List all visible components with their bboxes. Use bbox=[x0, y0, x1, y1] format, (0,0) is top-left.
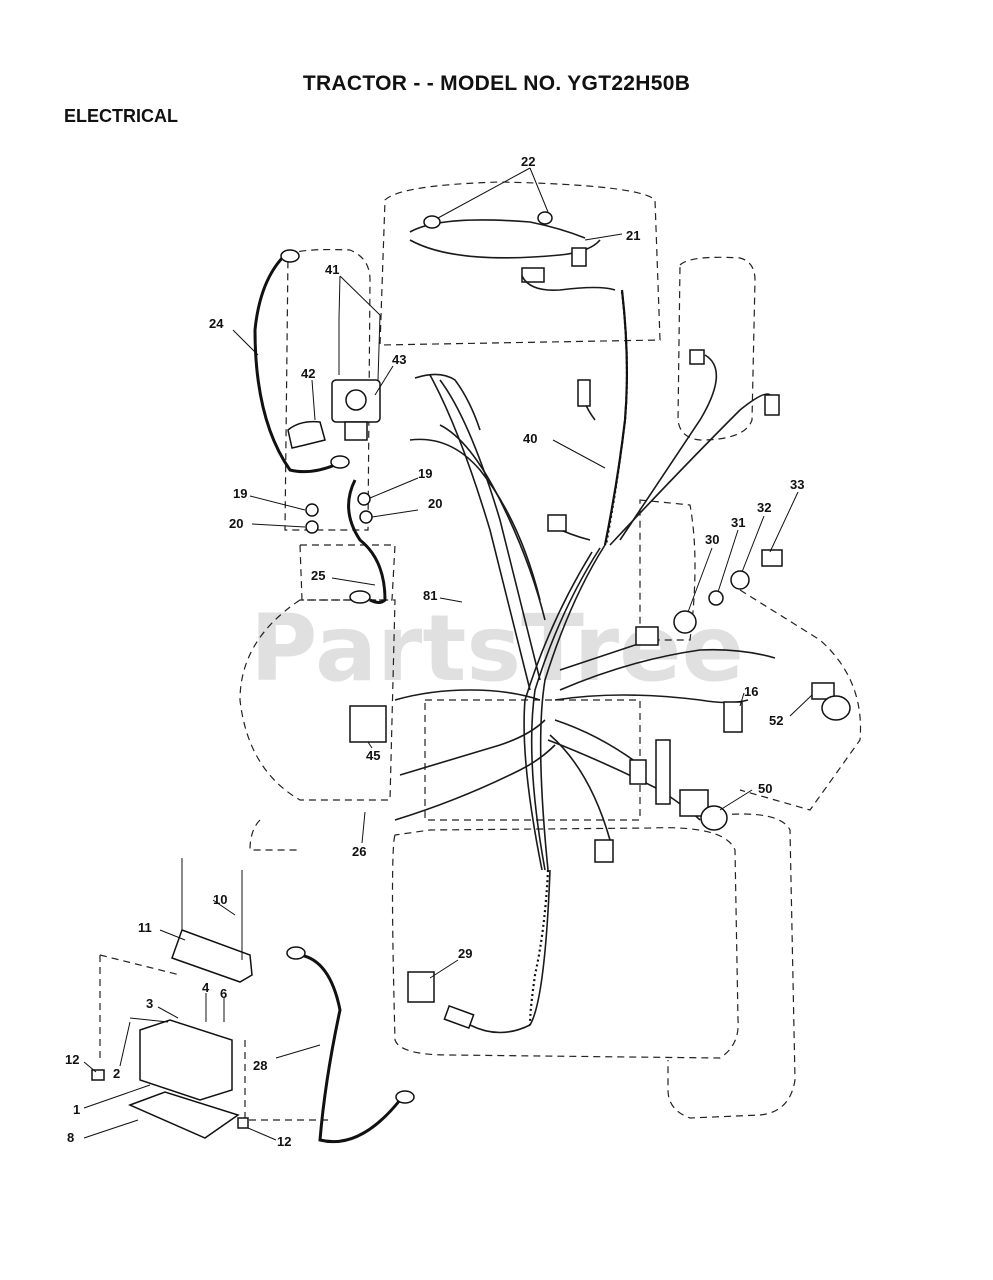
callout-10[interactable]: 10 bbox=[213, 892, 227, 907]
watermark: PartsTree bbox=[250, 595, 744, 702]
callout-11[interactable]: 11 bbox=[138, 920, 152, 935]
callout-3[interactable]: 3 bbox=[146, 996, 153, 1011]
leader-lines bbox=[83, 167, 813, 1141]
callout-12b[interactable]: 12 bbox=[277, 1134, 291, 1149]
battery-assembly bbox=[91, 858, 253, 1139]
callout-30[interactable]: 30 bbox=[705, 532, 719, 547]
switches bbox=[349, 349, 851, 1029]
callout-43[interactable]: 43 bbox=[392, 352, 406, 367]
callout-40[interactable]: 40 bbox=[523, 431, 537, 446]
callout-20a[interactable]: 20 bbox=[229, 516, 243, 531]
callout-33[interactable]: 33 bbox=[790, 477, 804, 492]
callout-1[interactable]: 1 bbox=[73, 1102, 80, 1117]
wire-loom bbox=[528, 289, 629, 1026]
callout-8[interactable]: 8 bbox=[67, 1130, 74, 1145]
callout-6[interactable]: 6 bbox=[220, 986, 227, 1001]
chassis-outline bbox=[99, 181, 862, 1121]
callout-32[interactable]: 32 bbox=[757, 500, 771, 515]
headlight-harness bbox=[409, 211, 616, 292]
callout-4[interactable]: 4 bbox=[202, 980, 210, 995]
callout-22[interactable]: 22 bbox=[521, 154, 535, 169]
washers bbox=[305, 492, 373, 534]
callout-28[interactable]: 28 bbox=[253, 1058, 267, 1073]
callout-19a[interactable]: 19 bbox=[233, 486, 247, 501]
callout-24[interactable]: 24 bbox=[209, 316, 224, 331]
callout-21[interactable]: 21 bbox=[626, 228, 640, 243]
callout-26[interactable]: 26 bbox=[352, 844, 366, 859]
section-title: ELECTRICAL bbox=[64, 106, 178, 126]
battery-cable-positive bbox=[253, 249, 350, 474]
callout-16[interactable]: 16 bbox=[744, 684, 758, 699]
ground-cable-28 bbox=[286, 946, 415, 1144]
solenoid bbox=[287, 314, 381, 449]
callout-50[interactable]: 50 bbox=[758, 781, 772, 796]
callout-labels: 22 21 41 24 42 43 40 19 19 20 20 33 32 3… bbox=[65, 154, 804, 1149]
callout-29[interactable]: 29 bbox=[458, 946, 472, 961]
ground-cable bbox=[347, 479, 387, 604]
callout-45[interactable]: 45 bbox=[366, 748, 380, 763]
callout-19b[interactable]: 19 bbox=[418, 466, 432, 481]
ignition-switch bbox=[673, 549, 783, 634]
callout-81[interactable]: 81 bbox=[423, 588, 437, 603]
callout-31[interactable]: 31 bbox=[731, 515, 745, 530]
callout-52[interactable]: 52 bbox=[769, 713, 783, 728]
callout-2[interactable]: 2 bbox=[113, 1066, 120, 1081]
callout-25[interactable]: 25 bbox=[311, 568, 325, 583]
page-title: TRACTOR - - MODEL NO. YGT22H50B bbox=[302, 72, 691, 95]
callout-41[interactable]: 41 bbox=[325, 262, 339, 277]
callout-42[interactable]: 42 bbox=[301, 366, 315, 381]
callout-12a[interactable]: 12 bbox=[65, 1052, 79, 1067]
callout-20b[interactable]: 20 bbox=[428, 496, 442, 511]
